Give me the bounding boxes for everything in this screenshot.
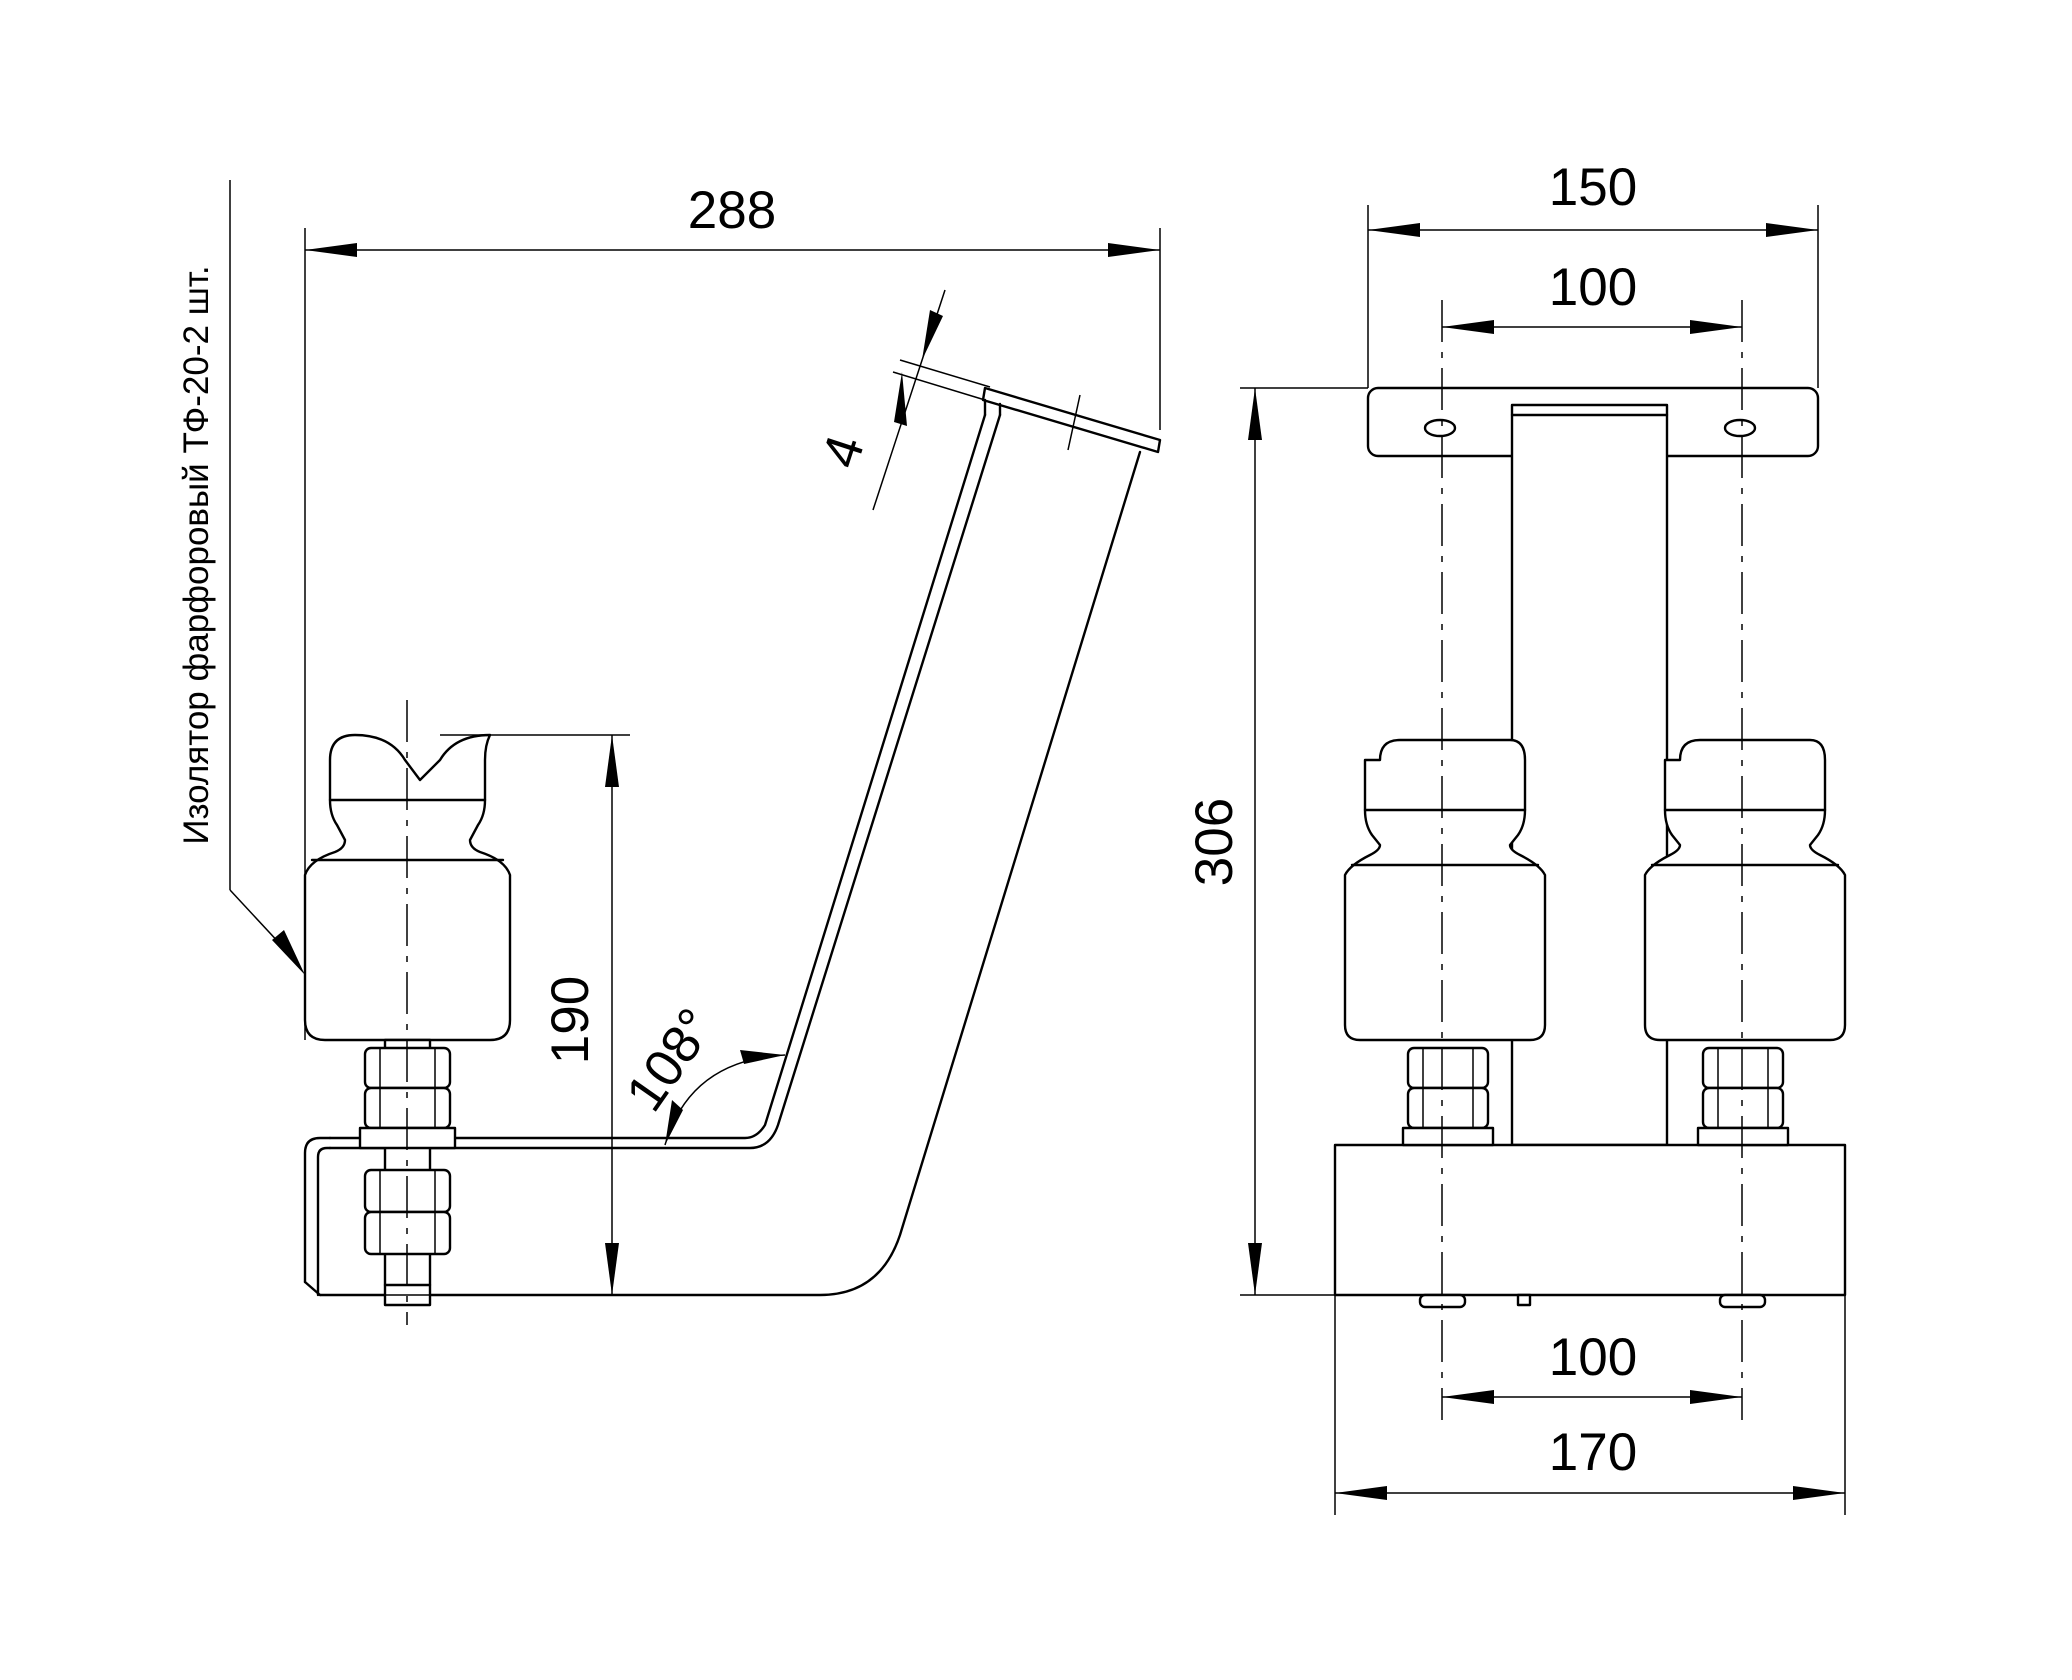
dim-190: 190 (320, 734, 630, 1296)
dim-170-label: 170 (1549, 1423, 1637, 1482)
bracket-profile (303, 386, 1162, 1297)
insulator-front-left (1343, 738, 1547, 1147)
insulator-side (303, 733, 512, 1042)
base-block (1333, 1143, 1847, 1309)
dim-100-top: 100 (1442, 258, 1742, 334)
insulator-callout-text: Изолятор фарфоровый ТФ-20-2 шт. (177, 265, 216, 844)
dim-306: 306 (1185, 387, 1368, 1296)
dim-108-label: 108° (615, 998, 726, 1122)
side-view: 288 190 108° 4 (177, 180, 1162, 1325)
dim-100-bottom: 100 (1442, 1328, 1742, 1404)
dim-190-label: 190 (541, 976, 600, 1064)
dim-100-bottom-label: 100 (1549, 1328, 1637, 1387)
dim-100-top-label: 100 (1549, 258, 1637, 317)
dim-306-label: 306 (1185, 798, 1244, 886)
dim-170: 170 (1334, 1295, 1846, 1515)
dim-288-label: 288 (688, 181, 776, 240)
dim-150: 150 (1367, 158, 1819, 388)
front-view: 150 100 306 100 (1185, 158, 1847, 1515)
dim-4: 4 (811, 289, 1081, 511)
dim-4-label: 4 (811, 428, 876, 474)
dim-288: 288 (304, 181, 1161, 1040)
dim-108-angle: 108° (615, 998, 786, 1146)
insulator-front-right (1643, 738, 1847, 1147)
dim-150-label: 150 (1549, 158, 1637, 217)
insulator-callout: Изолятор фарфоровый ТФ-20-2 шт. (177, 180, 305, 975)
